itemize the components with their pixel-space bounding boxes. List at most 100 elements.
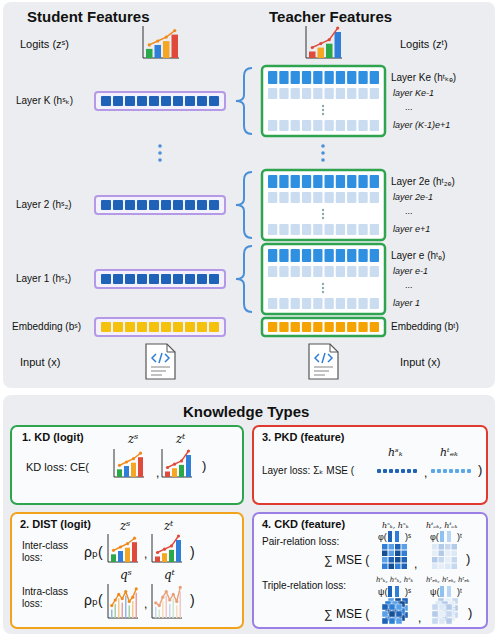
text-label: qˢ [120, 569, 132, 583]
text-label: layer 1 [393, 298, 420, 308]
chart-axis [108, 534, 138, 562]
student-layer-unit [173, 96, 183, 106]
chart-dot [118, 464, 121, 467]
chart-bar [179, 465, 184, 477]
chart-line [312, 28, 338, 48]
embedding-unit [370, 322, 379, 332]
chart-dot [180, 459, 183, 462]
teacher-layer-unit [313, 224, 322, 235]
embedding-unit [291, 322, 300, 332]
text-line [151, 370, 166, 371]
ellipsis-dot [322, 213, 324, 215]
chart-dot [161, 596, 164, 599]
teacher-layer-unit [325, 120, 334, 131]
cube-cell [395, 605, 401, 611]
text-label: ρₚ( [84, 544, 103, 560]
text-label: , [424, 467, 427, 481]
box-ground [252, 512, 488, 629]
teacher-layer-unit [325, 266, 334, 277]
teacher-layer-unit [268, 192, 277, 203]
teacher-layer-unit [358, 224, 367, 235]
feature-bar [447, 531, 451, 542]
chart-line [156, 587, 181, 605]
teacher-layer-unit [336, 224, 345, 235]
text-label: hˢₖ, hˢₖ, hˢₖ [376, 576, 413, 584]
student-layer-unit [209, 200, 219, 210]
chart-dot [328, 38, 331, 41]
matrix-cell [445, 564, 451, 570]
cube-cell [389, 604, 395, 610]
embedding-unit [336, 322, 345, 332]
text-line [314, 374, 325, 375]
feature-bar [395, 586, 399, 597]
chart-dot [110, 604, 113, 607]
chart-axis [143, 26, 179, 58]
chart-bar [129, 605, 131, 618]
teacher-layer-unit [291, 88, 300, 99]
loss-box: 4. CKD (feature)Pair-relation loss:hˢₖ, … [252, 512, 488, 629]
text-label: zˢ [120, 520, 130, 534]
chart-axis [306, 26, 342, 58]
teacher-layer-group [262, 170, 385, 240]
matrix-cell [439, 557, 445, 563]
loss-box: 3. PKD (feature)Layer loss: Σₖ MSE (hˢₖh… [252, 425, 488, 505]
ellipsis-dot [322, 217, 324, 219]
student-layer-unit [125, 96, 135, 106]
teacher-layer-unit [325, 71, 334, 84]
chart-dot [135, 587, 138, 590]
teacher-layer-unit [268, 224, 277, 235]
teacher-layer-unit [302, 224, 311, 235]
text-label: ... [405, 102, 413, 112]
student-layer-unit [209, 274, 219, 284]
text-label: KD loss: CE( [26, 461, 89, 474]
teacher-layer-unit [325, 192, 334, 203]
teacher-layer-unit [268, 298, 277, 309]
feature-bar [443, 469, 447, 473]
text-label: hˢₖ, hˢₖ [382, 521, 409, 530]
teacher-layer-unit [358, 120, 367, 131]
text-line [314, 370, 329, 371]
matrix-cell [389, 564, 395, 570]
teacher-embedding-box [262, 318, 385, 336]
chart-dot [172, 593, 175, 596]
matrix-cell [445, 557, 451, 563]
chart-bar [180, 591, 182, 618]
chart-dot [156, 551, 159, 554]
chart-bar [118, 598, 120, 618]
chart-dot [132, 457, 135, 460]
chart-bar [186, 455, 191, 477]
teacher-layer-unit [336, 192, 345, 203]
student-layer-unit [101, 96, 111, 106]
chart-dot [128, 600, 131, 603]
chart-bar [165, 472, 170, 478]
chart-dot [156, 39, 159, 42]
chart-bar [125, 548, 130, 562]
cube-cell [432, 604, 438, 610]
brace [236, 172, 252, 238]
feature-bar [461, 469, 465, 473]
chart-line [149, 31, 175, 45]
teacher-layer-unit [313, 298, 322, 309]
text-label: , [156, 467, 159, 481]
text-label: Layer 2e (hᵗ₂ₑ) [391, 176, 455, 188]
matrix-cell [452, 551, 458, 557]
feature-bar [413, 469, 417, 473]
matrix-cell [445, 544, 451, 550]
chart-axis [152, 584, 182, 618]
teacher-layer-unit [302, 88, 311, 99]
document-fold [167, 344, 175, 352]
chart-dot [124, 590, 127, 593]
teacher-layer-unit [302, 71, 311, 84]
text-line [151, 374, 162, 375]
teacher-layer-unit [347, 224, 356, 235]
teacher-layer-unit [291, 120, 300, 131]
student-layer-unit [197, 274, 207, 284]
student-layer-unit [125, 200, 135, 210]
teacher-layer-unit [291, 298, 300, 309]
matrix-cell [439, 564, 445, 570]
teacher-layer-unit [279, 192, 288, 203]
teacher-layer-unit [313, 175, 322, 188]
embedding-unit [279, 322, 288, 332]
teacher-layer-unit [370, 71, 379, 84]
